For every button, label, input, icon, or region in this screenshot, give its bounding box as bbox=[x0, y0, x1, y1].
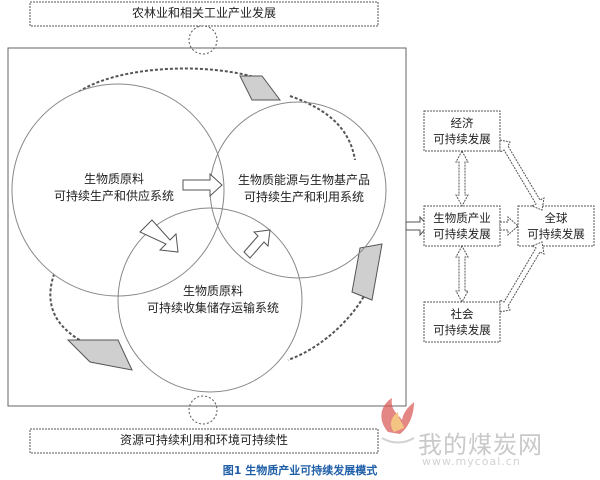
box-global-line2: 可持续发展 bbox=[527, 227, 585, 241]
circle-logistics bbox=[117, 207, 303, 393]
box-global-line1: 全球 bbox=[544, 211, 568, 225]
circle-logistics-line2: 可持续收集储存运输系统 bbox=[146, 301, 279, 315]
top-bar-label: 农林业和相关工业产业发展 bbox=[131, 6, 276, 20]
circle-logistics-line1: 生物质原料 bbox=[182, 284, 243, 298]
box-economy-line2: 可持续发展 bbox=[433, 132, 491, 146]
circle-supply-label: 生物质原料 可持续生产和供应系统 bbox=[24, 171, 204, 205]
arc-top-left-head bbox=[239, 75, 281, 101]
circle-logistics-label: 生物质原料 可持续收集储存运输系统 bbox=[128, 283, 298, 317]
arrow-supply-to-logistics bbox=[139, 219, 179, 253]
arrow-industry-society bbox=[455, 244, 469, 304]
box-economy-line1: 经济 bbox=[450, 116, 474, 130]
arc-right-head bbox=[351, 243, 383, 301]
arrow-supply-to-products bbox=[182, 172, 223, 198]
box-industry-label: 生物质产业 可持续发展 bbox=[424, 210, 500, 242]
box-industry-line2: 可持续发展 bbox=[433, 227, 491, 241]
watermark-cn: 我的煤炭网 bbox=[418, 431, 543, 459]
circle-products-line1: 生物质能源与生物基产品 bbox=[237, 173, 370, 187]
arrow-society-global bbox=[499, 241, 545, 313]
top-bar-box bbox=[29, 1, 379, 27]
box-society bbox=[423, 301, 501, 343]
circle-supply-line2: 可持续生产和供应系统 bbox=[53, 189, 174, 203]
arrow-economy-industry bbox=[455, 149, 469, 208]
bottom-bar-label: 资源可持续利用和环境可持续性 bbox=[119, 433, 288, 447]
box-industry-line1: 生物质产业 bbox=[433, 211, 491, 225]
arrow-logistics-to-products bbox=[243, 229, 271, 259]
circle-supply-line1: 生物质原料 bbox=[83, 172, 144, 186]
box-industry bbox=[423, 205, 501, 247]
box-economy-label: 经济 可持续发展 bbox=[424, 115, 500, 147]
box-society-line2: 可持续发展 bbox=[433, 323, 491, 337]
arrow-industry-global bbox=[499, 215, 519, 237]
watermark-logo-icon bbox=[381, 398, 415, 444]
bottom-bar-box bbox=[29, 428, 379, 454]
box-society-line1: 社会 bbox=[450, 307, 474, 321]
watermark-en: www.mycoal.cn bbox=[422, 455, 521, 468]
arrow-economy-global bbox=[499, 139, 545, 211]
box-global-label: 全球 可持续发展 bbox=[518, 210, 594, 242]
arc-left-head bbox=[66, 339, 133, 371]
bottom-connector-circle bbox=[188, 395, 218, 425]
figure-caption: 图1 生物质产业可持续发展模式 bbox=[222, 464, 378, 477]
circle-products-line2: 可持续生产和利用系统 bbox=[243, 190, 364, 204]
top-connector-circle bbox=[188, 25, 218, 55]
circle-products-label: 生物质能源与生物基产品 可持续生产和利用系统 bbox=[226, 172, 382, 206]
arc-top-right bbox=[289, 95, 356, 161]
box-society-label: 社会 可持续发展 bbox=[424, 306, 500, 338]
